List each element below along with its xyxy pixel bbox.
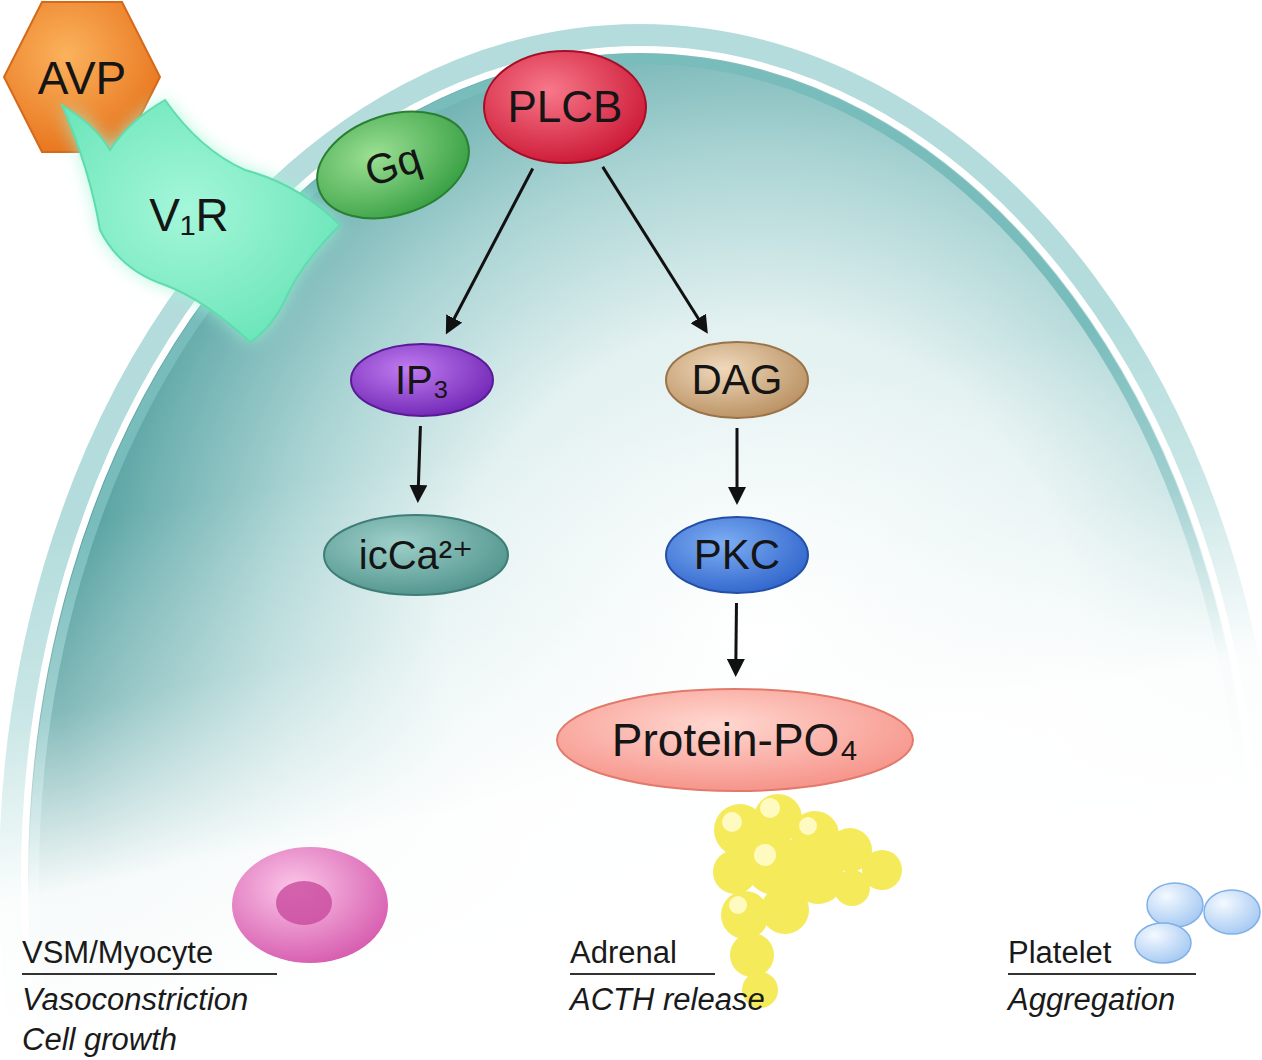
effect-text: Aggregation [1008, 980, 1228, 1020]
gland-lobe [834, 870, 870, 906]
oval-outline [324, 515, 508, 595]
platelet [1204, 890, 1260, 934]
tissue-name: Platelet [1008, 933, 1196, 975]
product-oval: Protein-PO₄ [555, 687, 915, 793]
nucleus-icon [276, 881, 332, 925]
node-label: IP₃ [395, 360, 449, 400]
cell-icon [232, 847, 388, 963]
node-label: icCa²⁺ [359, 535, 473, 575]
gland-highlight [722, 812, 742, 832]
arrow-connector [736, 428, 739, 491]
arrow-connector [453, 169, 533, 322]
messenger-oval: IP₃ [349, 342, 495, 418]
gland-lobe [761, 886, 809, 934]
gland-highlight [754, 844, 776, 866]
receptor-outline [62, 100, 340, 342]
receptor-shape: V₁R [40, 80, 350, 350]
platelet-icon [1135, 883, 1260, 963]
node-label: PLCB [508, 85, 623, 129]
calcium-oval: icCa²⁺ [322, 513, 510, 597]
enzyme-oval: PLCB [482, 49, 648, 165]
platelet [1147, 883, 1203, 927]
gland-lobe [730, 933, 774, 977]
receptor-glow [62, 100, 340, 342]
effect-text: Vasoconstriction Cell growth [22, 980, 272, 1060]
messenger-oval: DAG [664, 340, 810, 420]
tissue-name: Adrenal [570, 933, 715, 975]
g-protein-oval: Gq [301, 91, 485, 239]
tissue-name: VSM/Myocyte [22, 933, 277, 975]
platelet [1135, 923, 1191, 963]
oval-outline [303, 93, 482, 236]
arrow-connector [418, 426, 420, 489]
node-label: DAG [691, 359, 782, 401]
arrow-connector [734, 603, 738, 663]
oval-outline [351, 344, 493, 416]
arrow-connector [603, 167, 700, 322]
myocyte-icon [232, 847, 388, 963]
oval-outline [557, 689, 913, 791]
effect-text: ACTH release [570, 980, 830, 1020]
node-label: V₁R [149, 192, 228, 238]
node-label: AVP [38, 55, 127, 101]
gland-highlight [760, 798, 780, 818]
gland-highlight [799, 817, 817, 835]
oval-outline [666, 517, 808, 593]
oval-outline [666, 342, 808, 418]
adrenal-icon [713, 794, 902, 1008]
gland-highlight [729, 896, 747, 914]
node-label: Protein-PO₄ [612, 717, 858, 763]
node-label: PKC [694, 534, 780, 576]
kinase-oval: PKC [664, 515, 810, 595]
oval-outline [484, 51, 646, 163]
